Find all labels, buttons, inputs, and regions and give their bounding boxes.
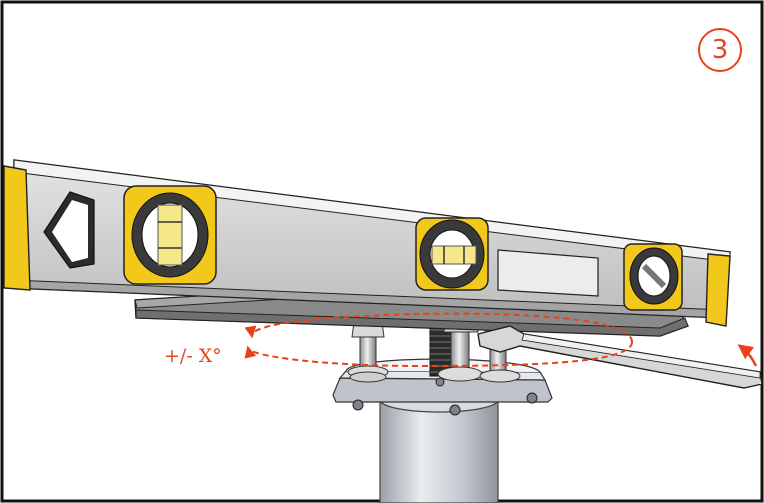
wrench-icon	[477, 325, 763, 389]
bubble-level-icon	[623, 243, 683, 311]
level-window	[497, 249, 599, 297]
step-number-badge: 3	[698, 28, 742, 72]
flange-hole	[449, 404, 461, 416]
level-end-cap	[3, 165, 31, 291]
rotation-arrow-icon	[244, 312, 758, 368]
level-end-cap	[705, 253, 731, 327]
bubble-level-icon	[123, 185, 217, 285]
bubble-level	[3, 159, 731, 327]
flange-hole	[435, 377, 445, 387]
bubble-level-icon	[415, 217, 489, 291]
flange-hole	[352, 399, 364, 411]
rotation-angle-label: +/- X°	[164, 345, 222, 367]
flange-hole	[526, 392, 538, 404]
support-post	[379, 387, 499, 503]
